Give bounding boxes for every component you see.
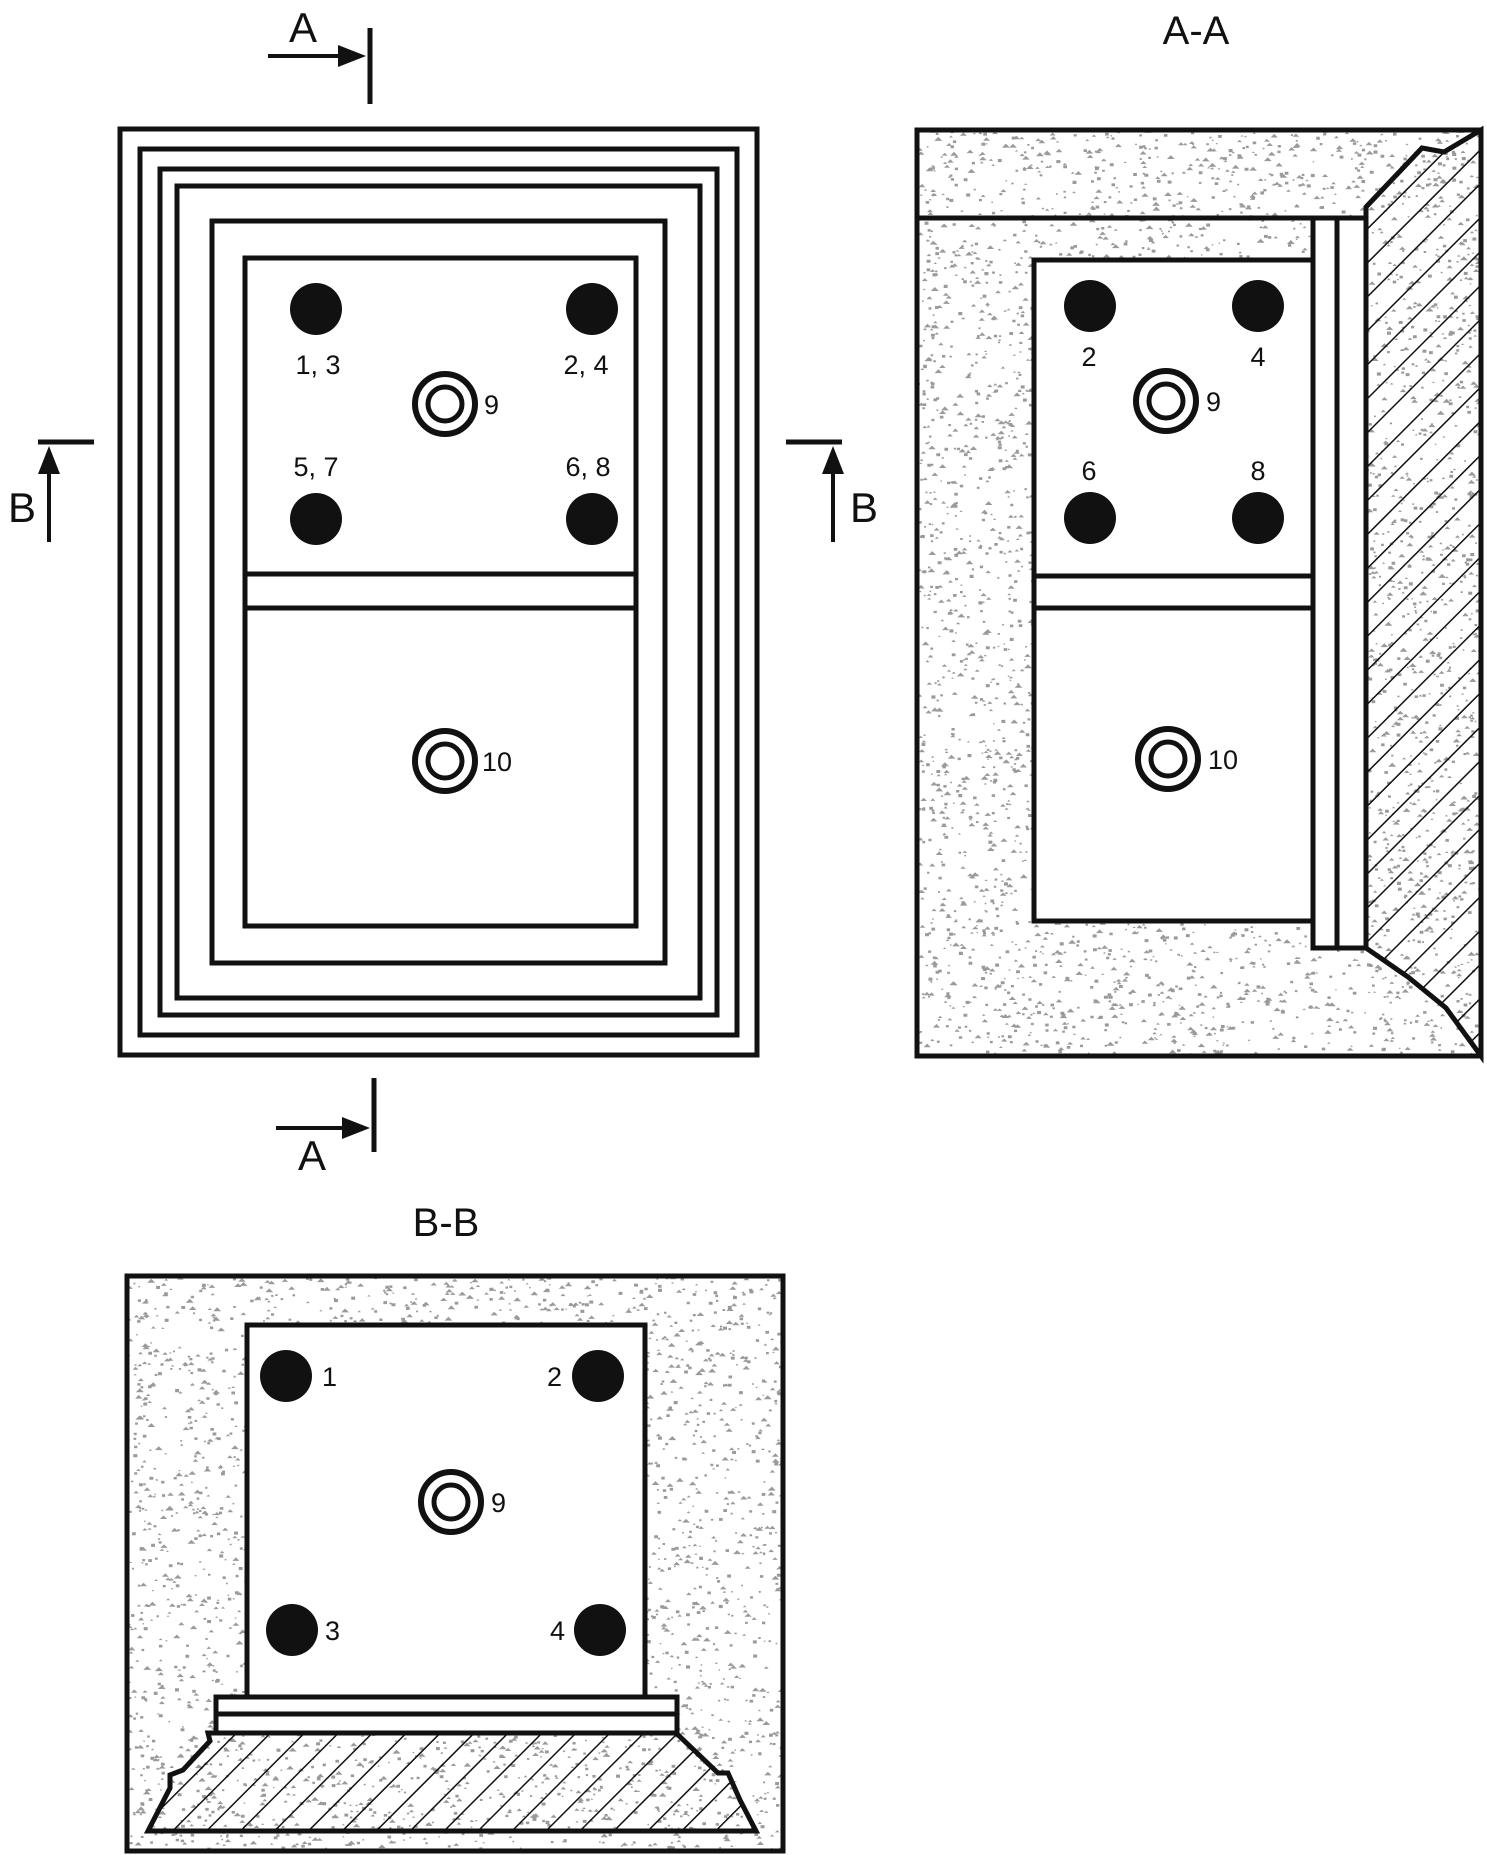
plan-sensors: 1, 3 2, 4 5, 7 6, 8 — [290, 283, 618, 545]
plan-ring-markers: 9 10 — [412, 371, 512, 794]
sensor-label: 1 — [322, 1362, 337, 1392]
sensor-dot — [290, 493, 342, 545]
aa-ring-markers: 9 10 — [1133, 368, 1238, 792]
sensor-label: 6, 8 — [565, 452, 610, 482]
sensor-label: 1, 3 — [295, 350, 340, 380]
ring-label: 10 — [1208, 745, 1238, 775]
sensor-label: 4 — [1250, 342, 1265, 372]
aa-hatched-wall — [1363, 125, 1484, 1064]
ring-marker-inner — [425, 384, 465, 424]
ring-marker-inner — [1146, 381, 1186, 421]
section-letter-a-top: A — [289, 4, 317, 51]
ring-label: 9 — [1206, 387, 1221, 417]
ring-marker-inner — [425, 741, 465, 781]
ring-marker-inner — [1148, 739, 1188, 779]
section-letter-b-left: B — [8, 484, 36, 531]
ring-label: 9 — [484, 390, 499, 420]
section-mark-a-top: A — [268, 4, 373, 104]
section-aa: A-A 2 4 6 8 9 — [914, 9, 1484, 1064]
ring-label: 9 — [491, 1488, 506, 1518]
ring-marker-outer — [1135, 726, 1201, 792]
sensor-label: 2 — [547, 1362, 562, 1392]
bb-hatched-base — [143, 1730, 761, 1834]
ring-marker-outer — [412, 371, 478, 437]
aa-chamber-bg — [1034, 260, 1312, 921]
ring-marker-outer — [418, 1469, 484, 1535]
sensor-label: 3 — [325, 1616, 340, 1646]
sensor-label: 2, 4 — [563, 350, 608, 380]
bb-sensors: 1 2 3 4 — [260, 1350, 626, 1656]
plan-chamber — [242, 255, 639, 929]
section-mark-a-bottom: A — [276, 1078, 377, 1179]
plan-outer-frames — [117, 126, 760, 1058]
sensor-dot — [1232, 280, 1284, 332]
section-title-bb: B-B — [413, 1201, 480, 1245]
sensor-dot — [566, 283, 618, 335]
ring-marker-inner — [431, 1482, 471, 1522]
sensor-dot — [1232, 492, 1284, 544]
sensor-dot — [574, 1604, 626, 1656]
bb-lines — [124, 1273, 786, 1854]
sensor-label: 5, 7 — [293, 452, 338, 482]
sensor-dot — [260, 1350, 312, 1402]
aa-lines — [914, 127, 1484, 1059]
sensor-dot — [572, 1350, 624, 1402]
sensor-dot — [566, 493, 618, 545]
bb-ring-markers: 9 — [418, 1469, 506, 1535]
sensor-dot — [266, 1604, 318, 1656]
section-letter-b-right: B — [850, 484, 878, 531]
plan-view: A A B B 1, 3 2, 4 — [8, 4, 878, 1179]
sensor-label: 2 — [1081, 342, 1096, 372]
sensor-label: 8 — [1250, 456, 1265, 486]
section-letter-a-bottom: A — [298, 1132, 326, 1179]
sensor-label: 4 — [550, 1616, 565, 1646]
section-bb: B-B 1 2 3 4 9 — [124, 1201, 786, 1854]
sensor-dot — [1064, 280, 1116, 332]
sensor-label: 6 — [1081, 456, 1096, 486]
sensor-dot — [290, 283, 342, 335]
ring-marker-outer — [1133, 368, 1199, 434]
section-mark-b-left: B — [8, 439, 94, 542]
ring-marker-outer — [412, 728, 478, 794]
aa-sensors: 2 4 6 8 — [1064, 280, 1284, 544]
sensor-dot — [1064, 492, 1116, 544]
section-mark-b-right: B — [786, 439, 878, 542]
section-title-aa: A-A — [1163, 9, 1230, 53]
ring-label: 10 — [482, 747, 512, 777]
